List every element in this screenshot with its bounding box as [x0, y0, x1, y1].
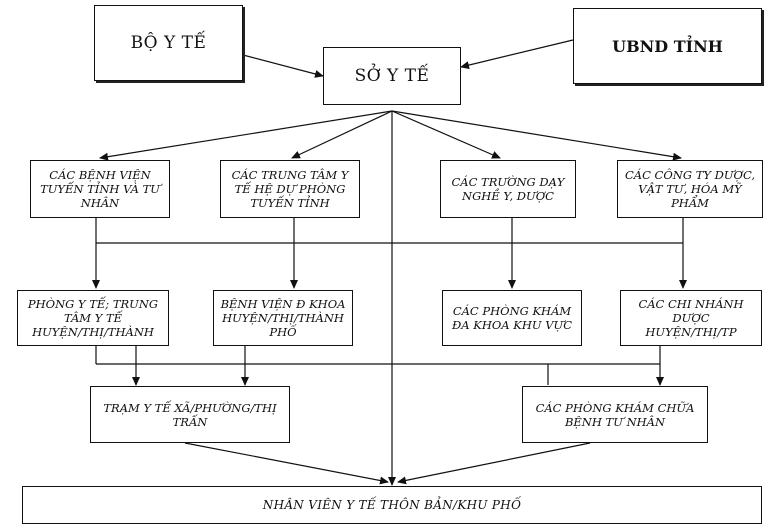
edge-boyte-soyte: [242, 54, 324, 78]
node-phong-y-te: PHÒNG Y TẾ; TRUNG TÂM Y TẾ HUYỆN/THỊ/THÀ…: [17, 290, 169, 346]
node-benh-vien: CÁC BỆNH VIỆN TUYẾN TỈNH VÀ TƯ NHÂN: [30, 160, 170, 218]
node-phong-kham-tu-nhan-label: CÁC PHÒNG KHÁM CHỮA BỆNH TƯ NHÂN: [535, 400, 695, 429]
node-bo-y-te: BỘ Y TẾ: [94, 5, 243, 81]
node-phong-kham-tu-nhan: CÁC PHÒNG KHÁM CHỮA BỆNH TƯ NHÂN: [522, 386, 708, 443]
node-truong-day-nghe: CÁC TRƯỜNG DẠY NGHỀ Y, DƯỢC: [440, 160, 576, 218]
node-phong-kham-khu-vuc-label: CÁC PHÒNG KHÁM ĐA KHOA KHU VỰC: [451, 304, 572, 332]
node-chi-nhanh-duoc: CÁC CHI NHÁNH DƯỢC HUYỆN/THỊ/TP: [620, 290, 762, 346]
node-benh-vien-da-khoa: BỆNH VIỆN Đ KHOA HUYỆN/THỊ/THÀNH PHỐ: [213, 290, 353, 346]
edge-tram-nhanvien: [184, 442, 389, 485]
node-ubnd-tinh-label: UBND TỈNH: [612, 36, 723, 56]
node-bo-y-te-label: BỘ Y TẾ: [130, 33, 207, 53]
edge-soyte-trungtam: [291, 110, 393, 159]
node-so-y-te-label: SỞ Y TẾ: [354, 66, 430, 86]
node-truong-day-nghe-label: CÁC TRƯỜNG DẠY NGHỀ Y, DƯỢC: [451, 175, 565, 203]
node-cong-ty: CÁC CÔNG TY DƯỢC, VẬT TƯ, HÓA MỸ PHẨM: [617, 160, 763, 218]
node-tram-y-te-label: TRẠM Y TẾ XÃ/PHƯỜNG/THỊ TRẤN: [103, 400, 277, 429]
node-ubnd-tinh: UBND TỈNH: [573, 8, 762, 84]
node-cong-ty-label: CÁC CÔNG TY DƯỢC, VẬT TƯ, HÓA MỸ PHẨM: [625, 168, 755, 210]
edge-soyte-benhvien: [99, 110, 393, 161]
node-chi-nhanh-duoc-label: CÁC CHI NHÁNH DƯỢC HUYỆN/THỊ/TP: [638, 297, 744, 339]
node-phong-kham-khu-vuc: CÁC PHÒNG KHÁM ĐA KHOA KHU VỰC: [442, 290, 582, 346]
edge-phongkham-nhanvien: [397, 442, 591, 485]
edge-soyte-congty: [391, 110, 682, 161]
node-tram-y-te: TRẠM Y TẾ XÃ/PHƯỜNG/THỊ TRẤN: [90, 386, 290, 443]
edge-soyte-truong: [391, 110, 501, 159]
node-trung-tam: CÁC TRUNG TÂM Y TẾ HỆ DỰ PHÒNG TUYẾN TỈN…: [220, 160, 360, 218]
node-benh-vien-da-khoa-label: BỆNH VIỆN Đ KHOA HUYỆN/THỊ/THÀNH PHỐ: [220, 297, 346, 339]
node-benh-vien-label: CÁC BỆNH VIỆN TUYẾN TỈNH VÀ TƯ NHÂN: [40, 168, 160, 210]
node-nhan-vien-label: NHÂN VIÊN Y TẾ THÔN BẢN/KHU PHỐ: [262, 498, 522, 512]
node-nhan-vien: NHÂN VIÊN Y TẾ THÔN BẢN/KHU PHỐ: [22, 486, 762, 524]
node-so-y-te: SỞ Y TẾ: [323, 47, 461, 105]
node-phong-y-te-label: PHÒNG Y TẾ; TRUNG TÂM Y TẾ HUYỆN/THỊ/THÀ…: [27, 297, 159, 339]
node-trung-tam-label: CÁC TRUNG TÂM Y TẾ HỆ DỰ PHÒNG TUYẾN TỈN…: [231, 168, 349, 210]
edge-ubnd-soyte: [460, 39, 574, 70]
